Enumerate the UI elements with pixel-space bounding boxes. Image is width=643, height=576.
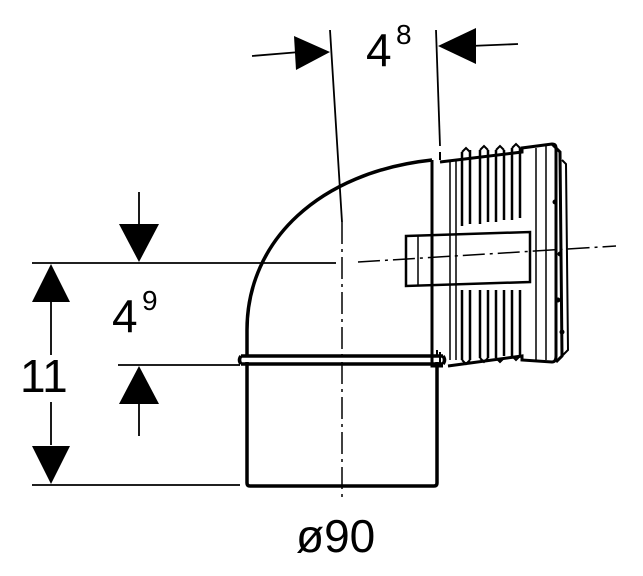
dim-left-mid-sup: 9 (142, 285, 158, 316)
arrow-total-down (32, 446, 70, 484)
dim-left-total: 11 (20, 350, 68, 402)
dim-left-mid-base: 4 (112, 290, 138, 342)
ribbed-spigot (404, 142, 570, 368)
arrow-total-up (32, 264, 70, 302)
extension-lines (32, 29, 519, 486)
arrow-top-right (438, 28, 476, 64)
dimension-arrows (32, 28, 476, 484)
arrow-top-left (294, 36, 330, 70)
dim-top-sup: 8 (396, 19, 412, 50)
arrow-mid-up (119, 366, 159, 404)
dim-bottom-diameter: ø90 (296, 510, 375, 562)
arrow-mid-down (119, 224, 159, 262)
centre-lines (341, 222, 617, 500)
dim-top-base: 4 (366, 24, 392, 76)
outer-bend (245, 158, 433, 356)
socket-bead-ends (237, 354, 447, 366)
horizontal-centre-line (357, 245, 617, 263)
